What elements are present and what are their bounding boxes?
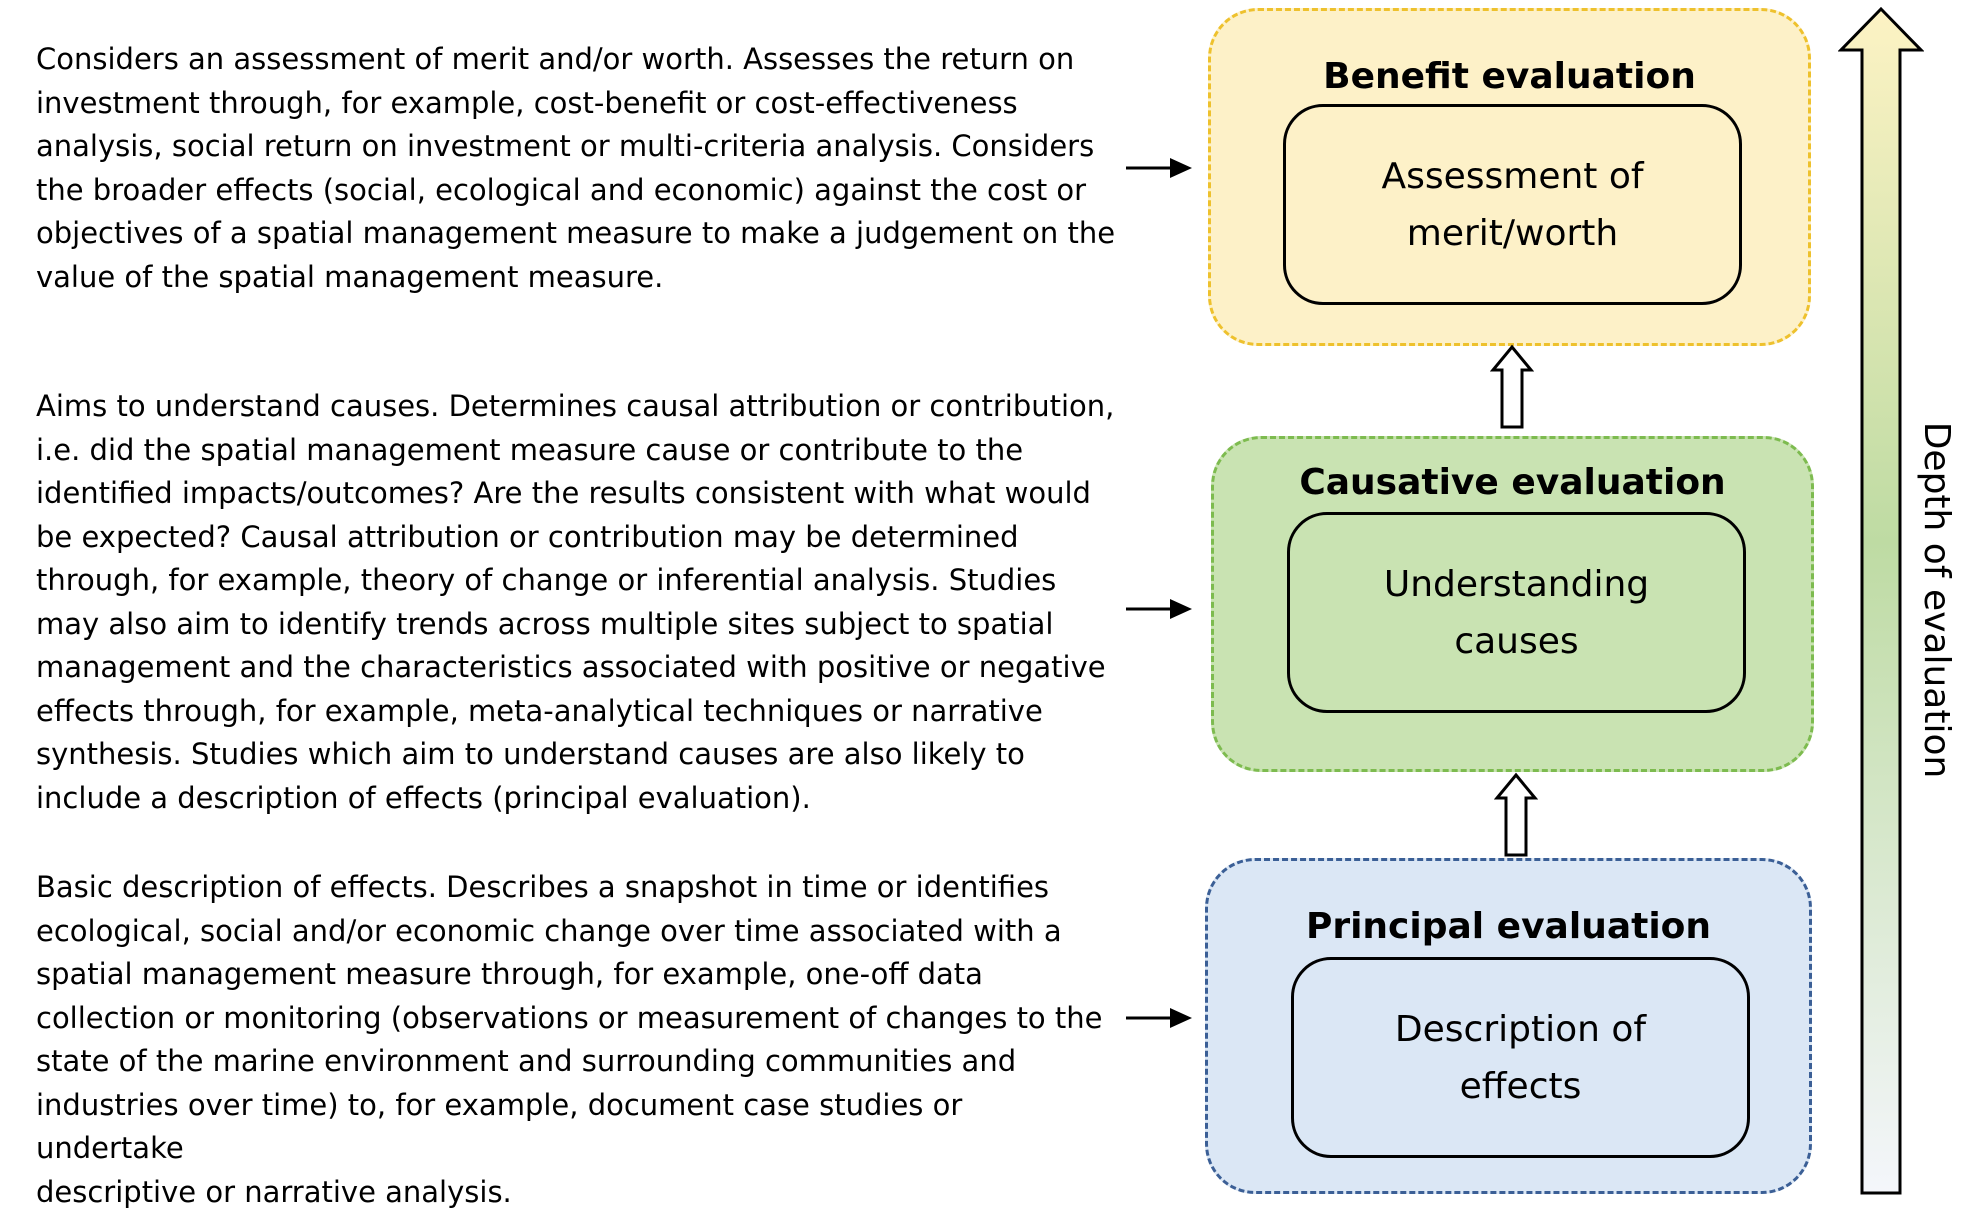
panel-title: Benefit evaluation (1323, 56, 1696, 97)
panel-title: Causative evaluation (1299, 462, 1726, 503)
up-block-arrow-icon (1494, 772, 1538, 857)
right-arrow-icon (1126, 599, 1192, 619)
causative-evaluation-panel: Causative evaluation Understanding cause… (1211, 436, 1814, 772)
depth-of-evaluation-label: Depth of evaluation (1916, 421, 1957, 779)
inner-box: Understanding causes (1287, 512, 1746, 713)
depth-arrow-icon (1838, 6, 1924, 1195)
right-arrow-icon (1126, 158, 1192, 178)
inner-box: Description of effects (1291, 957, 1750, 1158)
benefit-evaluation-panel: Benefit evaluation Assessment of merit/w… (1208, 8, 1811, 346)
benefit-description: Considers an assessment of merit and/or … (36, 42, 1116, 294)
principal-evaluation-panel: Principal evaluation Description of effe… (1205, 858, 1812, 1194)
right-arrow-icon (1126, 1008, 1192, 1028)
up-block-arrow-icon (1490, 344, 1534, 429)
panel-title: Principal evaluation (1305, 906, 1712, 947)
causative-description: Aims to understand causes. Determines ca… (36, 389, 1115, 815)
principal-description: Basic description of effects. Describes … (36, 870, 1103, 1209)
inner-box: Assessment of merit/worth (1283, 104, 1742, 305)
